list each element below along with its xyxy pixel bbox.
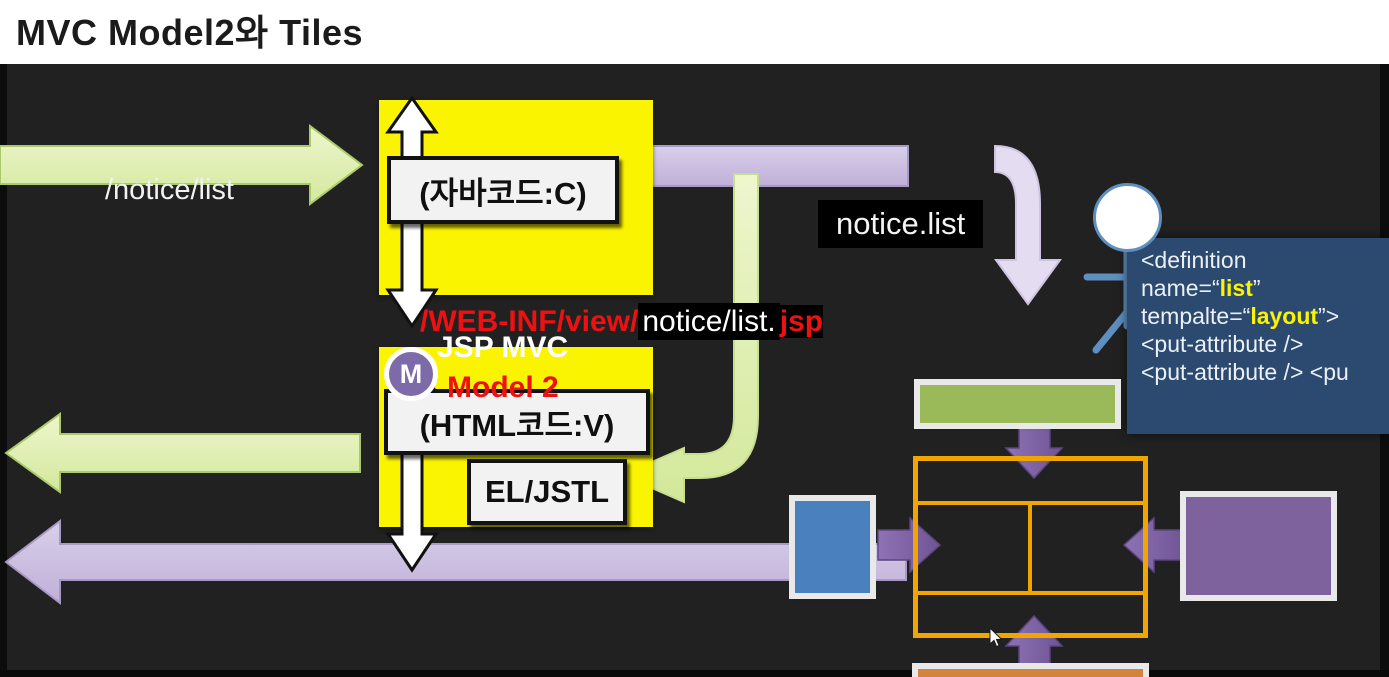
definition-line-3: tempalte=“layout”> [1141,302,1389,330]
definition-line-4: <put-attribute /> [1141,331,1304,357]
tile-header-block [920,385,1115,423]
definition-name-post: ” [1252,275,1261,301]
definition-template-post: ”> [1318,303,1340,329]
tile-arrow-right [1122,516,1187,574]
tiles-layout-grid [913,456,1148,638]
path-middle: notice/list. [638,303,780,340]
slide-header: MVC Model2와 Tiles [0,0,1389,64]
forward-band-purple [651,145,909,187]
view-code-box: (HTML코드:V) [384,389,650,455]
response-arrow-purple [4,518,907,606]
definition-line-2: name=“list” [1141,274,1389,302]
jsp-mvc-label: JSP MVC [437,331,569,364]
el-jstl-box: EL/JSTL [467,459,627,525]
controller-code-box: (자바코드:C) [387,156,619,224]
definition-template-pre: tempalte=“ [1141,303,1251,329]
definition-template-value: layout [1250,303,1319,329]
view-resolver-path: /WEB-INF/view/notice/list.jsp [420,303,824,340]
page-title: MVC Model2와 Tiles [16,12,364,53]
tiles-grid-line-bottom [918,591,1143,595]
definition-line-1: <definition [1141,247,1247,273]
tiles-dispatch-arrow [994,144,1062,306]
definition-name-value: list [1219,275,1253,301]
tile-menu-block [795,501,870,593]
tiles-definition-name-label: notice.list [818,200,984,248]
model2-label: Model 2 [447,371,559,404]
path-prefix: /WEB-INF/view/ [420,305,639,338]
diagram-canvas: (자바코드:C) (HTML코드:V) EL/JSTL M /notice/li… [0,64,1389,677]
mouse-cursor-icon [989,627,1003,648]
tile-arrow-left [877,516,942,574]
request-url-label: /notice/list [105,174,234,206]
path-extension: jsp [779,305,824,338]
tiles-definition-panel: <definition name=“list” tempalte=“layout… [1127,238,1389,434]
actor-head-icon [1093,183,1162,252]
model-marker-icon: M [384,347,438,401]
tile-body-block [1186,497,1331,595]
tile-footer-block [918,669,1143,677]
tiles-grid-line-middle [1028,501,1032,591]
slide-left-edge [0,64,7,677]
definition-name-pre: name=“ [1141,275,1220,301]
request-arrow [0,124,364,206]
definition-line-5: <put-attribute /> <pu [1141,359,1349,385]
slide-bottom-edge [0,670,1389,677]
response-arrow-green [4,412,361,494]
